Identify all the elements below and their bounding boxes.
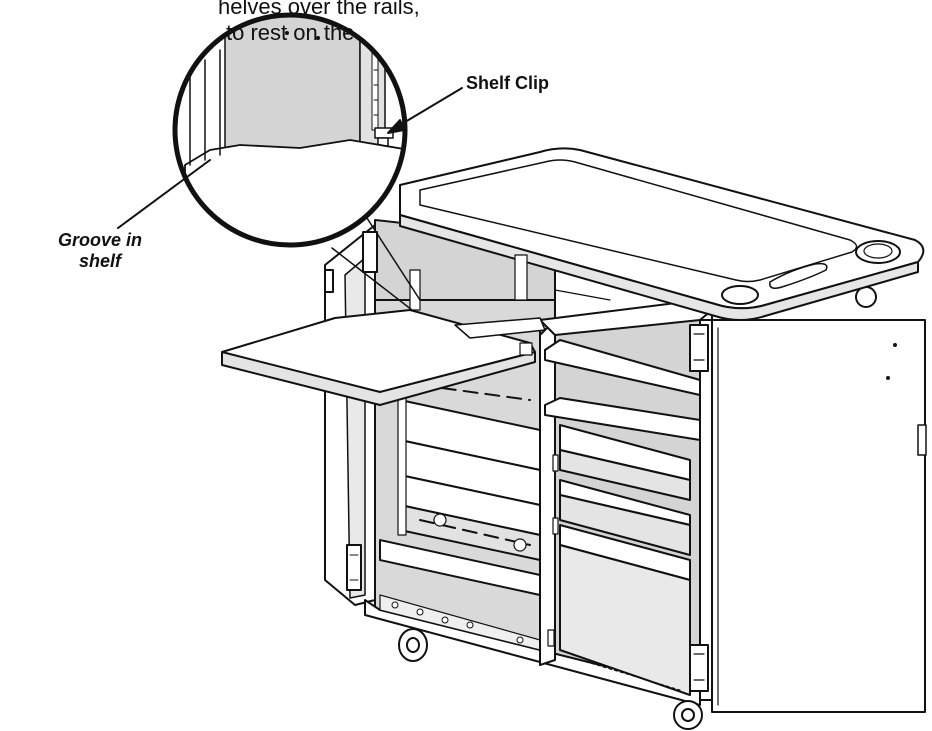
casters bbox=[398, 286, 877, 730]
instruction-line-1: helves over the rails, bbox=[218, 0, 420, 19]
instruction-line-2: to rest on the bbox=[226, 20, 355, 45]
groove-label-line-1: Groove in bbox=[57, 230, 142, 250]
shelf-clip-label: Shelf Clip bbox=[466, 73, 550, 93]
groove-in-shelf-label: Groove in shelf bbox=[40, 230, 160, 272]
door-hinges bbox=[324, 231, 709, 692]
right-door bbox=[699, 309, 927, 713]
center-divider bbox=[539, 319, 556, 666]
magnifier-leaders bbox=[331, 214, 421, 311]
countertop bbox=[399, 147, 925, 321]
left-compartment bbox=[379, 384, 541, 596]
pull-out-shelf bbox=[221, 309, 546, 406]
groove-label-line-2: shelf bbox=[78, 251, 121, 271]
callout-pointers bbox=[117, 87, 463, 229]
interior-rails bbox=[409, 254, 611, 311]
